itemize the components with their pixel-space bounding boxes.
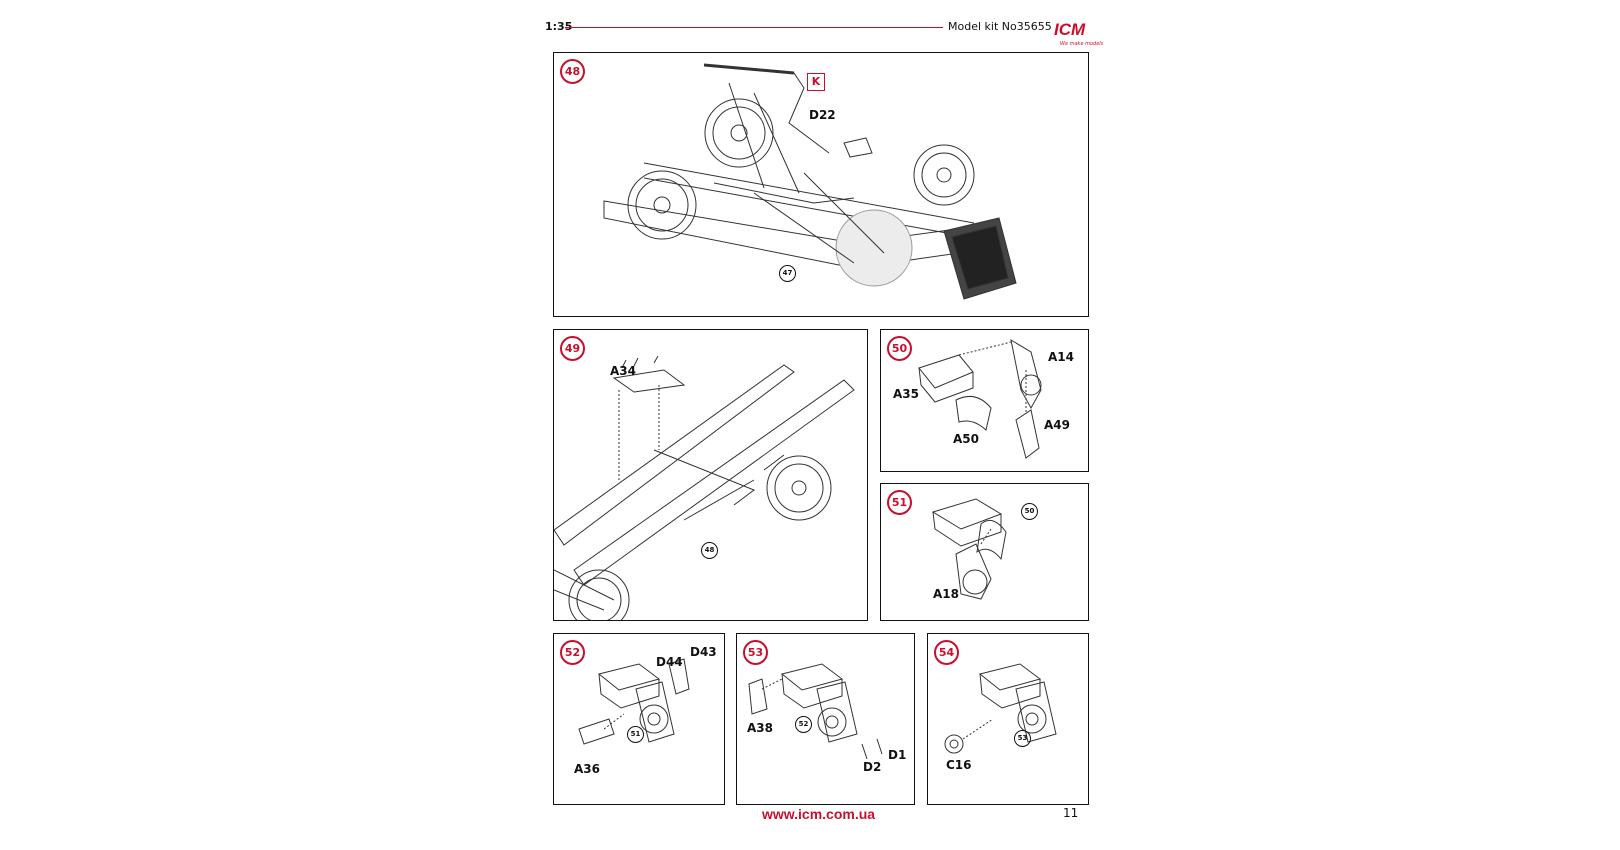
page-number: 11: [1063, 806, 1079, 820]
part-label-c16: C16: [946, 758, 972, 772]
housing-detail-illustration: [748, 663, 883, 760]
part-label-d1: D1: [888, 748, 907, 762]
housing-detail-illustration: [578, 658, 690, 745]
part-label-d2: D2: [863, 760, 882, 774]
part-label-a38: A38: [747, 721, 773, 735]
step-52-panel: 52 D44 D43 51 A36: [553, 633, 725, 805]
step-ref-47: 47: [779, 265, 796, 282]
svg-text:We make models: We make models: [1060, 41, 1104, 47]
header-divider: [565, 27, 943, 28]
part-label-a18: A18: [933, 587, 959, 601]
step-54-panel: 54 53 C16: [927, 633, 1089, 805]
step-number: 53: [743, 640, 768, 665]
step-ref-51: 51: [627, 726, 644, 743]
part-label-a36: A36: [574, 762, 600, 776]
part-label-d44: D44: [656, 655, 683, 669]
part-label-a35: A35: [893, 387, 919, 401]
step-ref-53: 53: [1014, 730, 1031, 747]
part-label-d43: D43: [690, 645, 717, 659]
step-50-panel: 50 A14 A35 A49 A50: [880, 329, 1089, 472]
step-number: 52: [560, 640, 585, 665]
housing-final-illustration: [944, 663, 1057, 754]
frame-assembly-illustration: [554, 355, 855, 620]
icm-logo: ICM We make models: [1054, 20, 1104, 47]
svg-text:ICM: ICM: [1054, 20, 1086, 39]
housing-assembly-illustration: [931, 498, 1007, 600]
step-ref-48: 48: [701, 542, 718, 559]
step-48-panel: 48 K D22 47: [553, 52, 1089, 317]
part-label-k: K: [807, 73, 825, 91]
step-number: 51: [887, 490, 912, 515]
guard-assembly-illustration: [918, 338, 1042, 459]
step-number: 48: [560, 59, 585, 84]
step-ref-50: 50: [1021, 503, 1038, 520]
part-label-a50: A50: [953, 432, 979, 446]
model-kit-label: Model kit No35655: [948, 20, 1052, 33]
scale-label: 1:35: [545, 20, 573, 33]
part-label-a14: A14: [1048, 350, 1074, 364]
step-number: 50: [887, 336, 912, 361]
step-number: 54: [934, 640, 959, 665]
step-number: 49: [560, 336, 585, 361]
step-51-panel: 51 50 A18: [880, 483, 1089, 621]
part-label-d22: D22: [809, 108, 836, 122]
website-link[interactable]: www.icm.com.ua: [762, 806, 876, 822]
chassis-assembly-illustration: [603, 63, 1017, 300]
step-ref-52: 52: [795, 716, 812, 733]
part-label-a49: A49: [1044, 418, 1070, 432]
step-53-panel: 53 A38 52 D2 D1: [736, 633, 915, 805]
step-49-panel: 49 A34 48: [553, 329, 868, 621]
part-label-a34: A34: [610, 364, 636, 378]
